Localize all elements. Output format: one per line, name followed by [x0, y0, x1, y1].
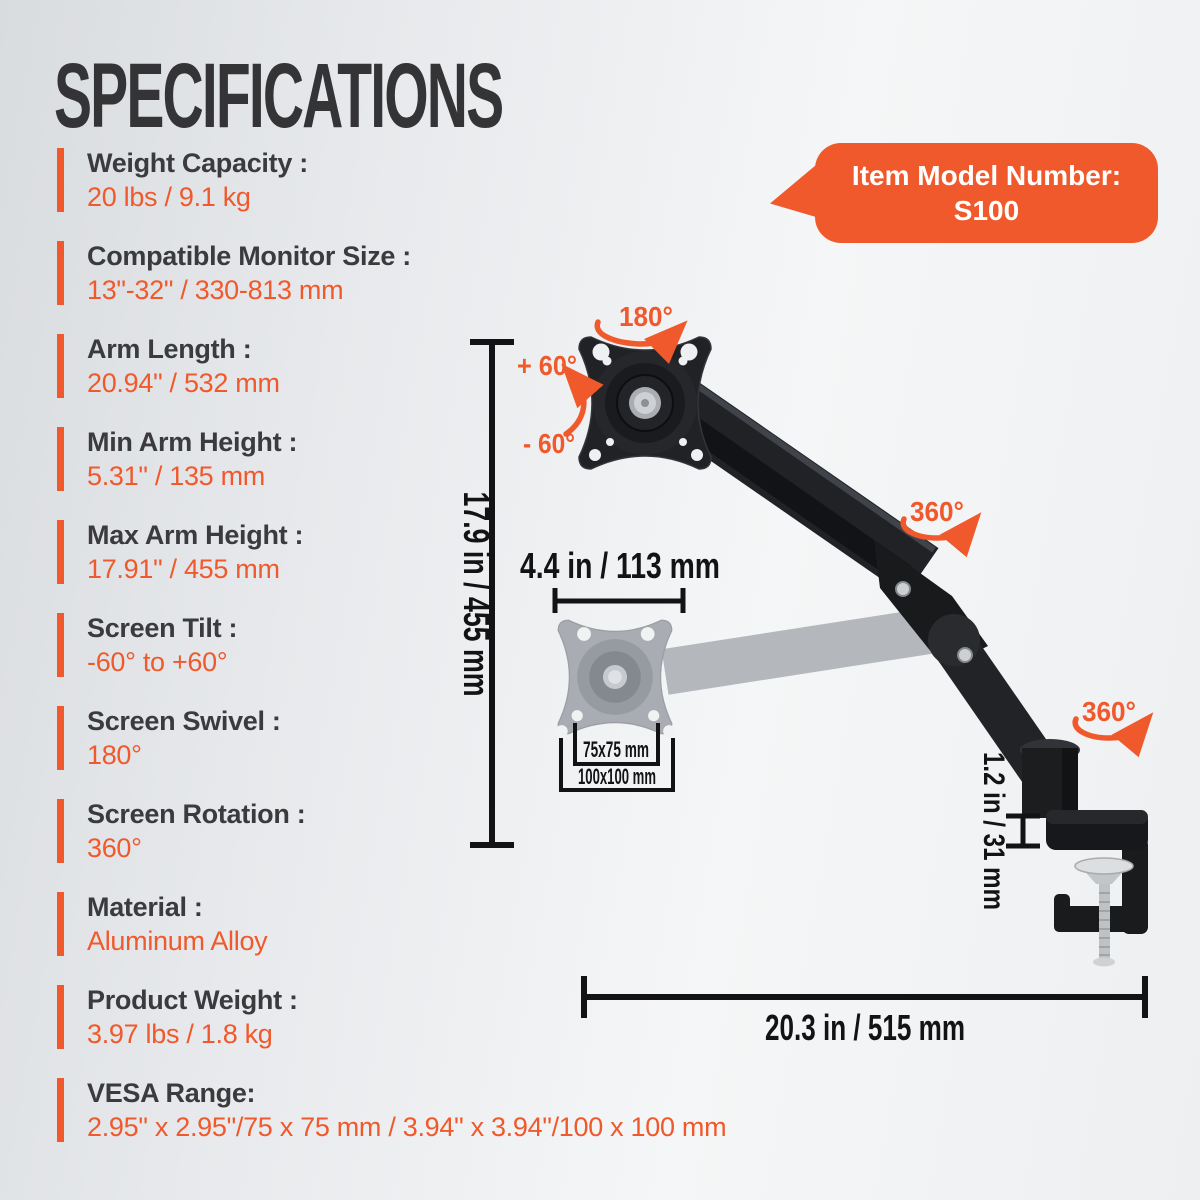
spec-label: Product Weight :	[87, 985, 298, 1015]
plate-width-dimension	[552, 588, 686, 613]
spec-item-max-arm-height: Max Arm Height : 17.91" / 455 mm	[57, 520, 726, 584]
desk-clamp	[1046, 810, 1148, 967]
spec-item-screen-swivel: Screen Swivel : 180°	[57, 706, 726, 770]
base-rotation-arrow	[1072, 712, 1154, 758]
model-number-badge: Item Model Number: S100	[770, 143, 1158, 243]
spec-label: Weight Capacity :	[87, 148, 308, 178]
spec-value: 2.95" x 2.95"/75 x 75 mm / 3.94" x 3.94"…	[87, 1112, 727, 1142]
rotation-annotations: 180° + 60° - 60° 360° 360°	[517, 301, 1154, 758]
tilt-up-label: + 60°	[517, 350, 577, 381]
spec-value: 20 lbs / 9.1 kg	[87, 182, 251, 212]
spec-label: Screen Rotation :	[87, 799, 306, 829]
spec-list: Weight Capacity : 20 lbs / 9.1 kg Compat…	[57, 148, 727, 1142]
vesa-plate	[578, 336, 712, 470]
monitor-arm	[651, 372, 1080, 818]
spec-value: 13"-32" / 330-813 mm	[87, 275, 344, 305]
spec-value: 20.94" / 532 mm	[87, 368, 280, 398]
spec-item-screen-rotation: Screen Rotation : 360°	[57, 799, 726, 863]
spec-item-vesa-range: VESA Range: 2.95" x 2.95"/75 x 75 mm / 3…	[57, 1078, 727, 1142]
badge-title: Item Model Number:	[851, 159, 1122, 191]
spec-label: Arm Length :	[87, 334, 252, 364]
spec-label: Material :	[87, 892, 203, 922]
spec-item-arm-length: Arm Length : 20.94" / 532 mm	[57, 334, 726, 398]
spec-value: 17.91" / 455 mm	[87, 554, 280, 584]
reach-label: 20.3 in / 515 mm	[765, 1007, 965, 1048]
swivel-arrow	[594, 319, 688, 364]
page-title: SPECIFICATIONS	[54, 45, 504, 147]
spec-item-monitor-size: Compatible Monitor Size : 13"-32" / 330-…	[57, 241, 726, 305]
spec-label: Screen Swivel :	[87, 706, 281, 736]
spec-item-product-weight: Product Weight : 3.97 lbs / 1.8 kg	[57, 985, 726, 1049]
ghost-vesa-plate	[555, 619, 676, 738]
spec-value: 180°	[87, 740, 142, 770]
clamp-range-label: 1.2 in / 31 mm	[977, 752, 1010, 910]
spec-item-material: Material : Aluminum Alloy	[57, 892, 726, 956]
arm-height-dimension	[470, 339, 514, 848]
arm-rotation-label: 360°	[910, 496, 964, 527]
spec-value: 3.97 lbs / 1.8 kg	[87, 1019, 273, 1049]
clamp-screw	[1074, 857, 1134, 967]
spec-label: Min Arm Height :	[87, 427, 298, 457]
spec-label: Max Arm Height :	[87, 520, 304, 550]
spec-value: 360°	[87, 833, 142, 863]
arm-rotation-arrow	[900, 512, 982, 558]
tilt-arrow	[561, 363, 604, 437]
spec-label: VESA Range:	[87, 1078, 256, 1108]
vesa-brackets	[559, 723, 675, 792]
vesa-inner-label: 75x75 mm	[583, 737, 649, 762]
reach-dimension	[581, 976, 1148, 1018]
spec-item-screen-tilt: Screen Tilt : -60° to +60°	[57, 613, 726, 677]
spec-value: 5.31" / 135 mm	[87, 461, 265, 491]
clamp-range-dimension	[1006, 813, 1040, 849]
spec-value: Aluminum Alloy	[87, 926, 268, 956]
base-rotation-label: 360°	[1082, 696, 1136, 727]
spec-value: -60° to +60°	[87, 647, 228, 677]
spec-item-min-arm-height: Min Arm Height : 5.31" / 135 mm	[57, 427, 726, 491]
spec-label: Screen Tilt :	[87, 613, 238, 643]
spec-label: Compatible Monitor Size :	[87, 241, 412, 271]
plate-swivel-label: 180°	[619, 301, 673, 332]
vesa-outer-label: 100x100 mm	[578, 764, 656, 789]
plate-width-label: 4.4 in / 113 mm	[520, 545, 720, 586]
spec-item-weight-capacity: Weight Capacity : 20 lbs / 9.1 kg	[57, 148, 726, 212]
arm-height-label: 17.9 in / 455 mm	[456, 492, 497, 697]
ghost-arm-position	[555, 605, 970, 738]
badge-model: S100	[953, 194, 1020, 226]
